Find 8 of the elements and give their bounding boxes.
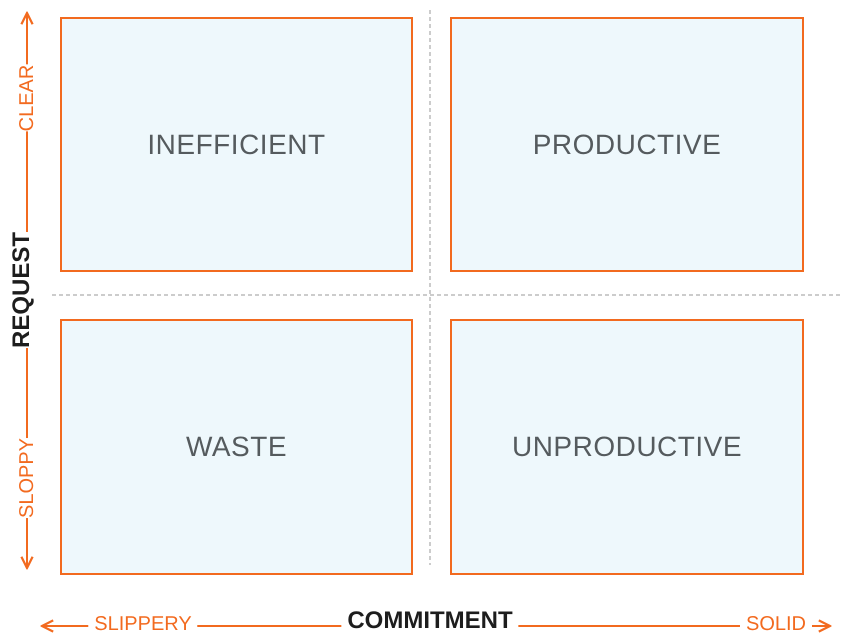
- quadrant-box: [450, 319, 804, 575]
- quadrant-label: INEFFICIENT: [147, 128, 326, 160]
- quadrant-box: [60, 319, 413, 575]
- quadrant-box: [60, 17, 413, 272]
- quadrant-label: WASTE: [186, 431, 288, 463]
- quadrant-label: UNPRODUCTIVE: [512, 431, 742, 463]
- quadrant-label: PRODUCTIVE: [532, 128, 722, 160]
- quadrant-box: [450, 17, 804, 272]
